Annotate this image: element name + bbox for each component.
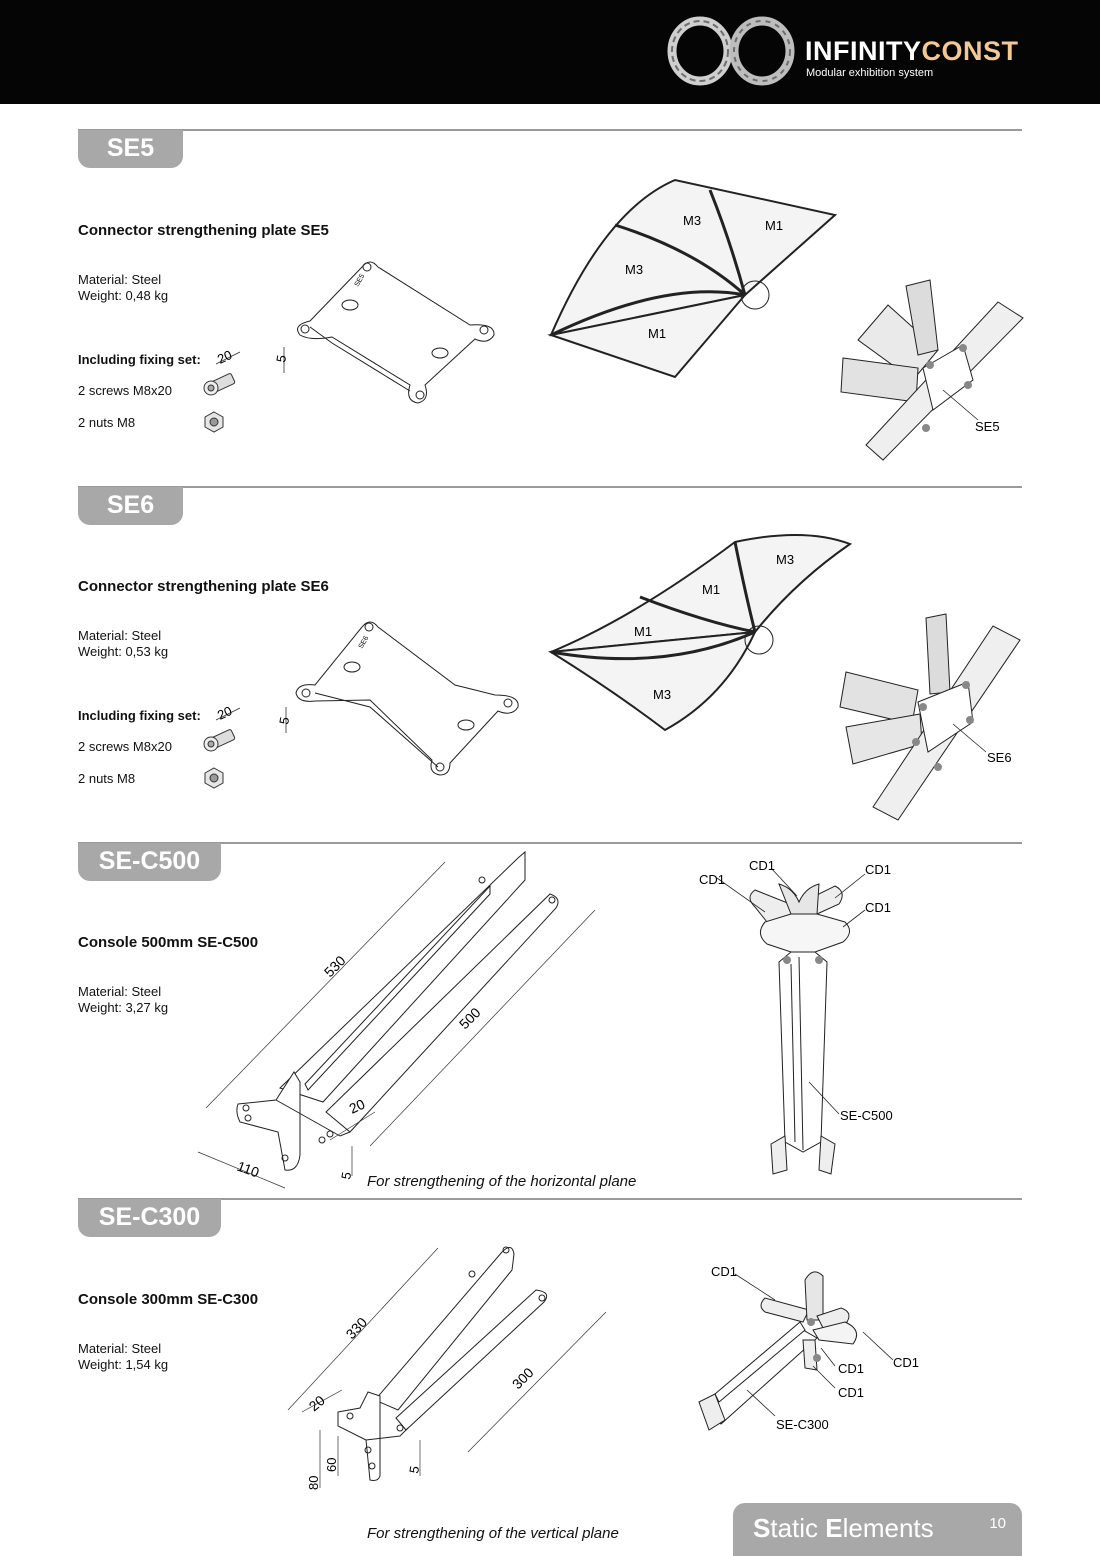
section-divider [78,486,1022,488]
svg-text:M1: M1 [765,218,783,233]
svg-text:CD1: CD1 [749,858,775,873]
svg-text:20: 20 [215,347,234,367]
svg-text:SE-C500: SE-C500 [840,1108,893,1123]
section-divider [78,129,1022,131]
section-tab-se6: SE6 [78,487,183,525]
usage-caption: For strengthening of the horizontal plan… [367,1173,637,1190]
svg-text:330: 330 [342,1314,370,1342]
product-specs: Material: Steel Weight: 0,53 kg [78,628,168,660]
nut-icon [204,411,224,433]
section-divider [78,1198,1022,1200]
screw-icon: 20 [203,347,241,396]
se6-plate-drawing: SE6 5 [276,621,519,776]
se5-connector-detail: SE5 [840,279,1024,461]
section-divider [78,842,1022,844]
product-specs: Material: Steel Weight: 1,54 kg [78,1341,168,1373]
svg-text:CD1: CD1 [865,862,891,877]
fixing-nuts: 2 nuts M8 [78,771,136,786]
svg-text:CD1: CD1 [893,1355,919,1370]
se6-canopy-drawing: M3 M1 M1 M3 [547,533,853,732]
svg-text:CD1: CD1 [699,872,725,887]
svg-text:60: 60 [324,1458,339,1472]
section-tab-se-c500: SE-C500 [78,843,221,881]
page-number: 10 [989,1515,1006,1532]
product-title: Connector strengthening plate SE6 [78,578,329,595]
product-title: Console 500mm SE-C500 [78,934,259,951]
product-title: Connector strengthening plate SE5 [78,222,329,239]
material-spec: Material: Steel [78,272,162,287]
product-title: Console 300mm SE-C300 [78,1291,259,1308]
svg-text:20: 20 [306,1392,328,1414]
svg-text:300: 300 [509,1364,537,1392]
svg-text:M3: M3 [776,552,794,567]
svg-text:110: 110 [235,1158,262,1181]
se5-plate-drawing: SE5 5 [273,261,495,404]
svg-text:5: 5 [276,716,292,726]
product-specs: Material: Steel Weight: 0,48 kg [78,272,168,304]
svg-text:M3: M3 [625,262,643,277]
se-c300-assembly-drawing: CD1 CD1 CD1 CD1 SE-C300 [698,1264,919,1432]
svg-text:SE5: SE5 [975,419,1000,434]
footer-title: Static Elements [753,1513,934,1543]
section-tab-se5: SE5 [78,130,183,168]
svg-text:M3: M3 [653,687,671,702]
weight-spec: Weight: 0,53 kg [78,644,169,659]
svg-text:80: 80 [306,1476,321,1490]
svg-text:M1: M1 [634,624,652,639]
section-tab-se-c300: SE-C300 [78,1199,221,1237]
svg-text:CD1: CD1 [711,1264,737,1279]
svg-text:M3: M3 [683,213,701,228]
footer-section-tab: Static Elements 10 [733,1503,1022,1556]
infinity-rings-logo [667,16,795,86]
svg-text:SE6: SE6 [987,750,1012,765]
svg-text:M1: M1 [648,326,666,341]
product-specs: Material: Steel Weight: 3,27 kg [78,984,168,1016]
svg-text:M1: M1 [702,582,720,597]
svg-text:530: 530 [321,952,349,980]
fixing-set-label: Including fixing set: [78,708,201,723]
page-header: INFINITYCONST Modular exhibition system [0,0,1100,104]
svg-text:5: 5 [338,1171,354,1181]
svg-text:20: 20 [215,703,234,723]
weight-spec: Weight: 0,48 kg [78,288,169,303]
se-c500-assembly-drawing: CD1 CD1 CD1 CD1 SE-C500 [699,858,893,1175]
se-c300-console-drawing: 330 300 20 80 60 5 [287,1246,607,1490]
brand-tagline: Modular exhibition system [806,67,934,79]
weight-spec: Weight: 3,27 kg [78,1000,169,1015]
fixing-screws: 2 screws M8x20 [78,383,172,398]
material-spec: Material: Steel [78,984,162,999]
screw-icon: 20 [203,703,241,752]
fixing-set-label: Including fixing set: [78,352,201,367]
svg-text:5: 5 [273,354,289,364]
svg-text:20: 20 [347,1096,368,1117]
se-c500-console-drawing: 530 500 20 110 5 [197,850,596,1189]
se6-connector-detail: SE6 [839,613,1021,821]
fixing-screws: 2 screws M8x20 [78,739,172,754]
se5-canopy-drawing: M3 M1 M3 M1 [547,178,838,379]
svg-text:SE-C300: SE-C300 [776,1417,829,1432]
svg-text:CD1: CD1 [838,1385,864,1400]
svg-text:5: 5 [406,1465,422,1475]
nut-icon [204,767,224,789]
fixing-nuts: 2 nuts M8 [78,415,136,430]
svg-text:CD1: CD1 [865,900,891,915]
usage-caption: For strengthening of the vertical plane [367,1525,619,1542]
material-spec: Material: Steel [78,628,162,643]
brand-name: INFINITYCONST [805,36,1019,66]
svg-text:CD1: CD1 [838,1361,864,1376]
weight-spec: Weight: 1,54 kg [78,1357,169,1372]
material-spec: Material: Steel [78,1341,162,1356]
